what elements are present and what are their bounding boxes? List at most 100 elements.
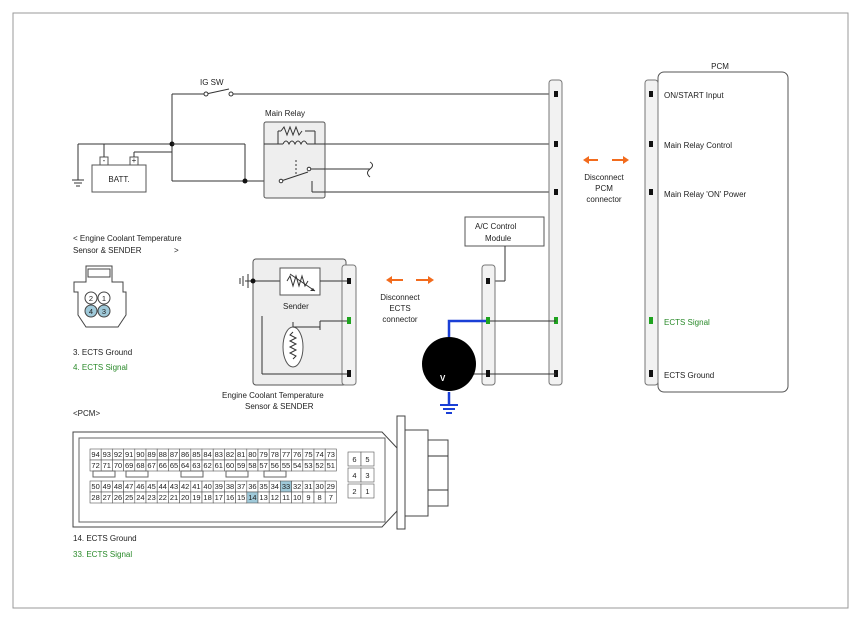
pcm-pin-82: 82 bbox=[226, 450, 234, 459]
sensor-note-ground: 3. ECTS Ground bbox=[73, 348, 132, 357]
pcm-pin-87: 87 bbox=[170, 450, 178, 459]
sensor-caption-line1: Engine Coolant Temperature bbox=[222, 391, 324, 400]
pcm-pin-7: 7 bbox=[329, 493, 333, 502]
main-relay: Main Relay bbox=[263, 109, 326, 199]
pcm-pin-60: 60 bbox=[226, 461, 234, 470]
pcm-note-ground: 14. ECTS Ground bbox=[73, 534, 137, 543]
pcm-pin-61: 61 bbox=[215, 461, 223, 470]
sensor-title-line1: < Engine Coolant Temperature bbox=[73, 234, 182, 243]
pcm-pin-41: 41 bbox=[192, 482, 200, 491]
pcm-pin-72: 72 bbox=[91, 461, 99, 470]
pcm-side-pin-cell bbox=[360, 467, 375, 483]
ac-module-line1: A/C Control bbox=[475, 222, 517, 231]
sensor-title-close: > bbox=[174, 246, 179, 255]
pcm-pin-93: 93 bbox=[103, 450, 111, 459]
ac-module-line2: Module bbox=[485, 234, 512, 243]
pcm-pin-49: 49 bbox=[103, 482, 111, 491]
pcm-on-start-input: ON/START Input bbox=[664, 91, 724, 100]
pcm-pin-9: 9 bbox=[306, 493, 310, 502]
battery-plus-label: + bbox=[132, 156, 137, 165]
pcm-pin-3: 3 bbox=[365, 471, 369, 480]
pcm-pin-50: 50 bbox=[91, 482, 99, 491]
pcm-pin-23: 23 bbox=[147, 493, 155, 502]
pcm-pin-cell bbox=[324, 459, 337, 472]
disconnect-pcm-arrow: Disconnect PCM connector bbox=[583, 156, 629, 204]
pcm-pin-53: 53 bbox=[304, 461, 312, 470]
disconnect-ects-line2: ECTS bbox=[389, 304, 410, 313]
battery: - + BATT. bbox=[91, 144, 172, 193]
pcm-pin-10: 10 bbox=[293, 493, 301, 502]
sensor-title-line2: Sensor & SENDER bbox=[73, 246, 142, 255]
pcm-pin-57: 57 bbox=[259, 461, 267, 470]
sensor-pin-1: 1 bbox=[102, 294, 106, 303]
pcm-note-signal: 33. ECTS Signal bbox=[73, 550, 132, 559]
pcm-key-tab bbox=[92, 470, 116, 478]
pcm-pin-86: 86 bbox=[181, 450, 189, 459]
pcm-pin-22: 22 bbox=[159, 493, 167, 502]
pcm-pin-69: 69 bbox=[125, 461, 133, 470]
pcm-key-tab bbox=[263, 470, 287, 478]
disconnect-pcm-line2: PCM bbox=[595, 184, 613, 193]
pcm-pin-6: 6 bbox=[352, 455, 356, 464]
pcm-pin-68: 68 bbox=[136, 461, 144, 470]
pcm-pin-75: 75 bbox=[304, 450, 312, 459]
pcm-pin-83: 83 bbox=[215, 450, 223, 459]
power-wiring bbox=[72, 88, 556, 193]
pcm-pin-31: 31 bbox=[304, 482, 312, 491]
disconnect-ects-arrow: Disconnect ECTS connector bbox=[380, 276, 434, 324]
pcm-ects-ground: ECTS Ground bbox=[664, 371, 714, 380]
pcm-pin-81: 81 bbox=[237, 450, 245, 459]
pcm-pin-32: 32 bbox=[293, 482, 301, 491]
pcm-ects-signal: ECTS Signal bbox=[664, 318, 710, 327]
pcm-main-relay-power: Main Relay 'ON' Power bbox=[664, 190, 747, 199]
pcm-pin-45: 45 bbox=[147, 482, 155, 491]
sensor-pin-4: 4 bbox=[89, 307, 93, 316]
disconnect-ects-line3: connector bbox=[382, 315, 417, 324]
voltmeter-probe-signal bbox=[447, 319, 486, 337]
pcm-pin-5: 5 bbox=[365, 455, 369, 464]
pcm-pin-17: 17 bbox=[215, 493, 223, 502]
pcm-pin-59: 59 bbox=[237, 461, 245, 470]
pcm-pin-84: 84 bbox=[203, 450, 211, 459]
pcm-pin-33: 33 bbox=[282, 482, 290, 491]
frame bbox=[12, 12, 849, 609]
pcm-pin-54: 54 bbox=[293, 461, 301, 470]
battery-minus-label: - bbox=[103, 156, 106, 165]
sensor-pin-2: 2 bbox=[89, 294, 93, 303]
pcm-pin-48: 48 bbox=[114, 482, 122, 491]
pcm-pin-27: 27 bbox=[103, 493, 111, 502]
pcm-pin-19: 19 bbox=[192, 493, 200, 502]
pcm-pin-64: 64 bbox=[181, 461, 189, 470]
pcm-key-tab bbox=[180, 470, 204, 478]
pcm-pin-13: 13 bbox=[259, 493, 267, 502]
pcm-pin-37: 37 bbox=[237, 482, 245, 491]
pcm-pin-74: 74 bbox=[315, 450, 323, 459]
pcm-pin-8: 8 bbox=[318, 493, 322, 502]
pcm-connector-bar bbox=[548, 79, 563, 386]
pcm-pin-52: 52 bbox=[315, 461, 323, 470]
pcm-pin-24: 24 bbox=[136, 493, 144, 502]
pcm-pin-28: 28 bbox=[91, 493, 99, 502]
pcm-pin-67: 67 bbox=[147, 461, 155, 470]
ac-control-module: A/C Control Module bbox=[464, 216, 545, 386]
pcm-pin-55: 55 bbox=[282, 461, 290, 470]
pcm-pin-30: 30 bbox=[315, 482, 323, 491]
pcm-pin-29: 29 bbox=[327, 482, 335, 491]
sensor-note-signal: 4. ECTS Signal bbox=[73, 363, 128, 372]
voltmeter: V bbox=[422, 337, 476, 391]
pcm-pin-47: 47 bbox=[125, 482, 133, 491]
pcm-pin-78: 78 bbox=[271, 450, 279, 459]
pcm-pin-36: 36 bbox=[248, 482, 256, 491]
pcm-side-pin-cell bbox=[360, 451, 375, 467]
battery-label: BATT. bbox=[108, 175, 129, 184]
pcm-pin-56: 56 bbox=[271, 461, 279, 470]
pcm-pin-92: 92 bbox=[114, 450, 122, 459]
sender-label: Sender bbox=[283, 302, 309, 311]
pcm-pin-65: 65 bbox=[170, 461, 178, 470]
pcm-pin-79: 79 bbox=[259, 450, 267, 459]
pcm-pin-39: 39 bbox=[215, 482, 223, 491]
pcm-pin-88: 88 bbox=[159, 450, 167, 459]
pcm-pin-15: 15 bbox=[237, 493, 245, 502]
disconnect-pcm-line1: Disconnect bbox=[584, 173, 624, 182]
disconnect-pcm-line3: connector bbox=[586, 195, 621, 204]
